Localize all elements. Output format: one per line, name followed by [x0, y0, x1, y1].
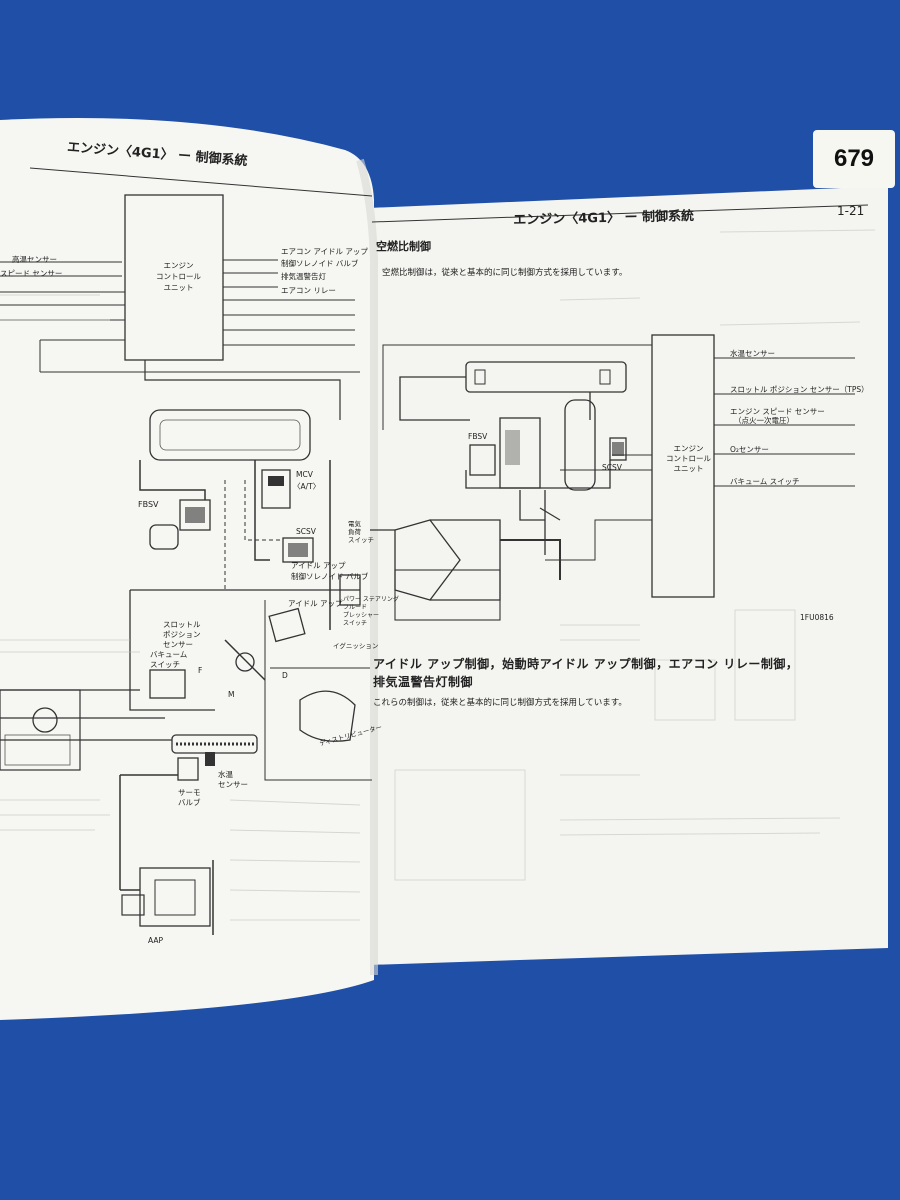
left-output-exhaust-lamp: 排気温警告灯 [281, 272, 326, 281]
left-aap-label: AAP [148, 936, 163, 945]
left-page [0, 118, 374, 1020]
left-mcv-label: MCV [296, 470, 313, 479]
left-output-solenoid: 制御ソレノイド バルブ [281, 259, 359, 268]
el-line3: スイッチ [348, 536, 374, 544]
left-fbsv-label: FBSV [138, 500, 159, 509]
right-ecu-line1: エンジン [673, 444, 704, 453]
right-sensor-tps: スロットル ポジション センサー（TPS） [730, 385, 869, 394]
left-ignition-label: イグニッション [333, 642, 379, 650]
left-thermo-valve-label: サーモ バルブ [178, 788, 201, 808]
right-ecu-label: エンジン コントロール ユニット [666, 444, 711, 474]
tv-line2: バルブ [178, 798, 201, 807]
el-line2: 負荷 [348, 528, 361, 536]
left-ecu-line1: エンジン [163, 261, 194, 270]
tv-line1: サーモ [178, 788, 201, 797]
left-electrical-switch: 電気 負荷 スイッチ [348, 520, 374, 544]
section-idle-up-body: これらの制御は，従来と基本的に同じ制御方式を採用しています。 [373, 698, 627, 708]
section-air-fuel-body: 空燃比制御は，従来と基本的に同じ制御方式を採用しています。 [382, 268, 628, 278]
section-air-fuel-title: 空燃比制御 [376, 240, 431, 253]
vac-line2: スイッチ [150, 660, 180, 669]
right-sensor-engine-speed: エンジン スピード センサー [730, 407, 825, 416]
right-scsv-label: SCSV [602, 463, 622, 472]
ps-line4: スイッチ [343, 620, 368, 627]
left-idle-up-label: アイドル アップ [288, 599, 343, 608]
left-input-high-temp: 高温センサー [12, 255, 57, 264]
left-water-temp-label: 水温 センサー [218, 770, 248, 790]
right-page-number: 1-21 [837, 204, 865, 218]
tps-line3: センサー [163, 640, 193, 649]
right-sensor-o2: O₂センサー [730, 445, 769, 454]
wt-line1: 水温 [218, 770, 233, 779]
left-port-f: F [198, 666, 203, 675]
right-sensor-vacuum: バキューム スイッチ [730, 477, 800, 486]
wt-line2: センサー [218, 780, 248, 789]
vac-line1: バキューム [150, 650, 188, 659]
left-port-d: D [282, 671, 288, 680]
right-page [368, 186, 888, 965]
left-output-ac-idle: エアコン アイドル アップ [281, 247, 368, 256]
left-power-steer-switch: パワー ステアリング フルード プレッシャー スイッチ [343, 596, 399, 628]
right-ecu-line2: コントロール [666, 454, 711, 463]
left-vacuum-switch-label: バキューム スイッチ [150, 650, 187, 670]
ps-line1: パワー ステアリング [343, 596, 399, 603]
left-input-speed: スピード センサー [0, 269, 63, 278]
left-ecu-box [124, 194, 224, 361]
left-mcv-sub: 〈A/T〉 [293, 482, 321, 491]
tps-line1: スロットル [163, 620, 201, 629]
right-ecu-line3: ユニット [673, 464, 704, 473]
right-figure-code: 1FU0816 [800, 613, 834, 622]
left-scsv-label: SCSV [296, 527, 316, 536]
ps-line3: プレッシャー [343, 612, 380, 619]
left-idle-up-solenoid-1: アイドル アップ [291, 561, 346, 570]
left-idle-up-solenoid-2: 制御ソレノイド バルブ [291, 572, 369, 581]
left-ecu-label: エンジン コントロール ユニット [156, 260, 201, 293]
section-idle-up-title-line1: アイドル アップ制御，始動時アイドル アップ制御，エアコン リレー制御， [373, 657, 799, 671]
right-ecu-box [651, 334, 715, 598]
section-idle-up-title-line2: 排気温警告灯制御 [373, 675, 474, 689]
right-sensor-water-temp: 水温センサー [730, 349, 775, 358]
left-ecu-line3: ユニット [163, 283, 194, 292]
left-port-m: M [228, 690, 235, 699]
tps-line2: ポジション [163, 630, 201, 639]
left-tps-label: スロットル ポジション センサー [163, 620, 201, 650]
el-line1: 電気 [348, 520, 361, 528]
right-sensor-ignition-voltage: （点火一次電圧） [734, 416, 794, 425]
left-output-ac-relay: エアコン リレー [281, 286, 336, 295]
lot-number-tag: 679 [813, 130, 895, 188]
left-ecu-line2: コントロール [156, 272, 201, 281]
right-fbsv-label: FBSV [468, 432, 488, 441]
ps-line2: フルード [343, 604, 368, 611]
